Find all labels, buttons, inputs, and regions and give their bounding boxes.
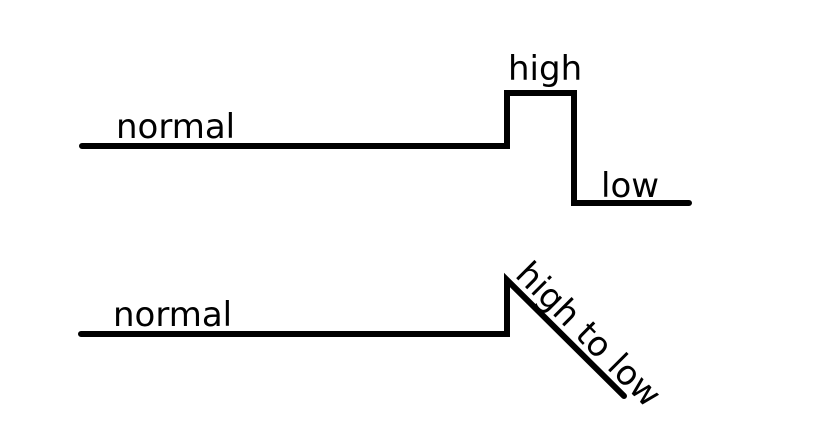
ramp-waveform-line [78, 272, 627, 399]
label-high: high [508, 49, 582, 89]
label-high-to-low: high to low [508, 254, 669, 415]
waveform-step: normal high low [79, 49, 692, 206]
step-waveform-line [79, 90, 692, 206]
waveform-ramp: normal high to low [78, 254, 669, 415]
label-normal-bottom: normal [113, 295, 232, 335]
label-low: low [601, 166, 659, 206]
label-normal-top: normal [116, 107, 235, 147]
